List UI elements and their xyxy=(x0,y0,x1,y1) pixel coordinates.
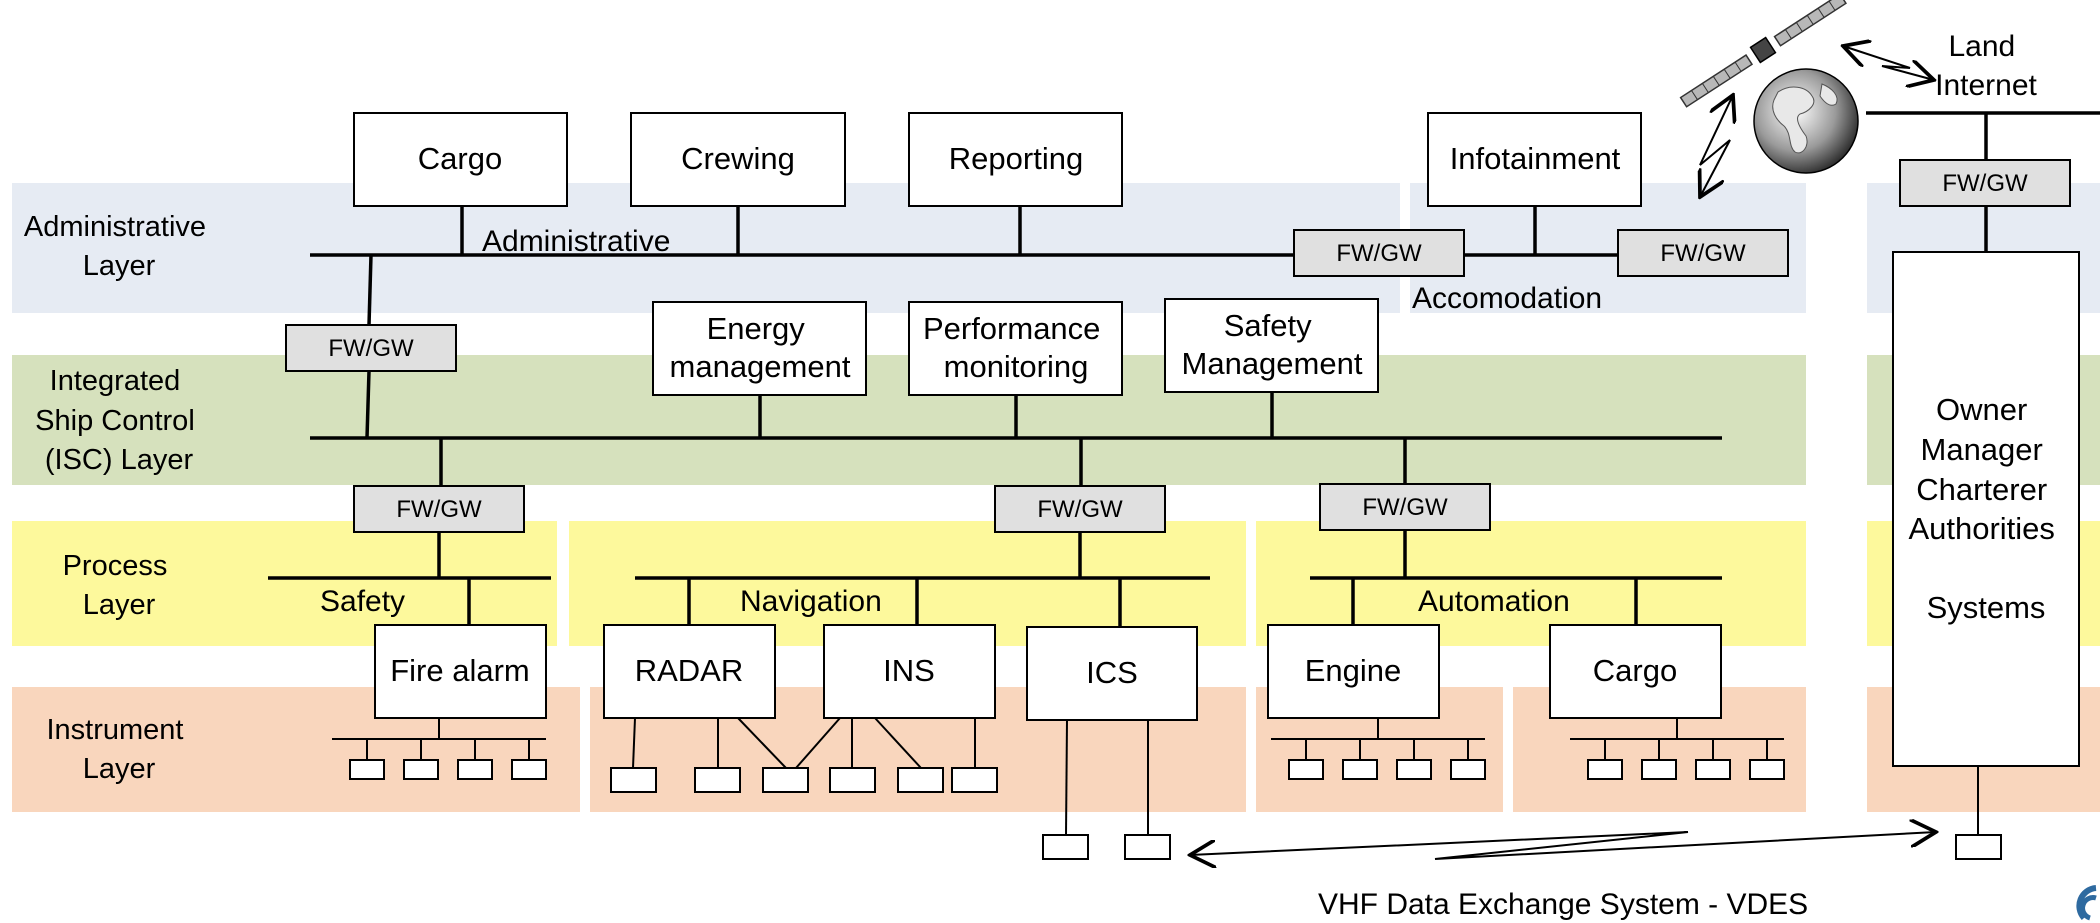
vdes-link-arrow xyxy=(1190,832,1936,859)
satellite-ground-link xyxy=(1700,95,1733,197)
cargo-process-label: Cargo xyxy=(1593,653,1677,688)
administrative-layer-label: Administrative Layer xyxy=(24,211,214,282)
fw-gw-navigation: FW/GW xyxy=(994,485,1166,533)
fw-gw-admin-accommodation: FW/GW xyxy=(1293,229,1465,277)
fw-gw-accommodation-external: FW/GW xyxy=(1617,229,1789,277)
admin-to-gw-link xyxy=(367,254,373,326)
fire-alarm-box[interactable]: Fire alarm xyxy=(374,624,547,719)
svg-text:FW/GW: FW/GW xyxy=(1660,240,1746,267)
fw-gw-admin-isc: FW/GW xyxy=(285,324,457,372)
sensor-node xyxy=(1396,759,1432,780)
sensor-node xyxy=(457,759,493,780)
fw-gw-automation: FW/GW xyxy=(1319,483,1491,531)
infotainment-box[interactable]: Infotainment xyxy=(1427,112,1642,207)
sensor-node xyxy=(1342,759,1378,780)
isc-layer-label: Integrated Ship Control (ISC) Layer xyxy=(35,365,203,476)
sensor-node xyxy=(897,767,944,793)
radar-label: RADAR xyxy=(635,653,744,688)
fire-alarm-label: Fire alarm xyxy=(390,653,530,688)
satellite-internet-link xyxy=(1843,46,1934,80)
energy-management-box[interactable]: Energy management xyxy=(652,301,867,396)
owner-systems-label: Owner Manager Charterer Authorities Syst… xyxy=(1908,392,2063,625)
svg-text:FW/GW: FW/GW xyxy=(1336,240,1422,267)
process-layer-label: Process Layer xyxy=(63,550,176,621)
sensor-node xyxy=(1288,759,1324,780)
gw-to-isc-link xyxy=(365,370,371,439)
crewing-box[interactable]: Crewing xyxy=(630,112,846,207)
vdes-terminal xyxy=(1124,834,1171,860)
performance-monitoring-box[interactable]: Performance monitoring xyxy=(908,301,1123,396)
fire-alarm-sensor-network xyxy=(332,718,547,780)
sensor-node xyxy=(1749,759,1785,780)
svg-text:FW/GW: FW/GW xyxy=(1037,496,1123,523)
sensor-node xyxy=(1450,759,1486,780)
performance-monitoring-label: Performance monitoring xyxy=(923,311,1109,384)
svg-text:FW/GW: FW/GW xyxy=(1942,170,2028,197)
administrative-bus-label: Administrative xyxy=(482,225,670,258)
reporting-box[interactable]: Reporting xyxy=(908,112,1123,207)
instrument-layer-label: Instrument Layer xyxy=(46,714,191,785)
vdes-label: VHF Data Exchange System - VDES xyxy=(1318,888,1808,921)
reporting-label: Reporting xyxy=(949,141,1083,176)
vdes-terminal xyxy=(1042,834,1089,860)
ins-box[interactable]: INS xyxy=(823,624,996,719)
sensor-node xyxy=(1641,759,1677,780)
accommodation-bus-label: Accomodation xyxy=(1412,282,1602,315)
safety-bus-label: Safety xyxy=(320,585,405,618)
ics-box[interactable]: ICS xyxy=(1026,626,1198,721)
svg-text:FW/GW: FW/GW xyxy=(396,496,482,523)
globe-icon xyxy=(1753,68,1859,174)
engine-label: Engine xyxy=(1305,653,1402,688)
cargo-admin-label: Cargo xyxy=(418,141,502,176)
safety-management-label: Safety Management xyxy=(1182,308,1363,381)
sensor-node xyxy=(951,767,998,793)
svg-text:FW/GW: FW/GW xyxy=(1362,494,1448,521)
cargo-process-box[interactable]: Cargo xyxy=(1549,624,1722,719)
navigation-bus-label: Navigation xyxy=(740,585,882,618)
sensor-node xyxy=(829,767,876,793)
safety-management-box[interactable]: Safety Management xyxy=(1164,298,1379,393)
energy-management-label: Energy management xyxy=(670,311,851,384)
cargo-admin-box[interactable]: Cargo xyxy=(353,112,568,207)
svg-text:FW/GW: FW/GW xyxy=(328,335,414,362)
sensor-node xyxy=(1695,759,1731,780)
ics-vdes-links xyxy=(1042,719,1171,860)
automation-bus-label: Automation xyxy=(1418,585,1570,618)
sensor-node xyxy=(349,759,385,780)
fw-gw-shore: FW/GW xyxy=(1899,159,2071,207)
crewing-label: Crewing xyxy=(681,141,795,176)
fw-gw-safety: FW/GW xyxy=(353,485,525,533)
radar-box[interactable]: RADAR xyxy=(603,624,776,719)
sensor-node xyxy=(610,767,657,793)
sensor-node xyxy=(511,759,547,780)
navigation-sensor-network xyxy=(610,717,998,793)
land-internet-label: Land Internet xyxy=(1935,30,2037,102)
owner-systems-box[interactable]: Owner Manager Charterer Authorities Syst… xyxy=(1892,251,2080,767)
ics-label: ICS xyxy=(1086,655,1138,690)
sensor-node xyxy=(694,767,741,793)
ins-label: INS xyxy=(883,653,935,688)
infotainment-label: Infotainment xyxy=(1450,141,1621,176)
engine-sensor-network xyxy=(1271,718,1486,780)
sensor-node xyxy=(762,767,809,793)
sensor-node xyxy=(1587,759,1623,780)
engine-box[interactable]: Engine xyxy=(1267,624,1440,719)
cargo-sensor-network xyxy=(1570,718,1785,780)
logo-icon xyxy=(2076,885,2097,921)
sensor-node xyxy=(403,759,439,780)
shore-vdes-terminal xyxy=(1955,834,2002,860)
